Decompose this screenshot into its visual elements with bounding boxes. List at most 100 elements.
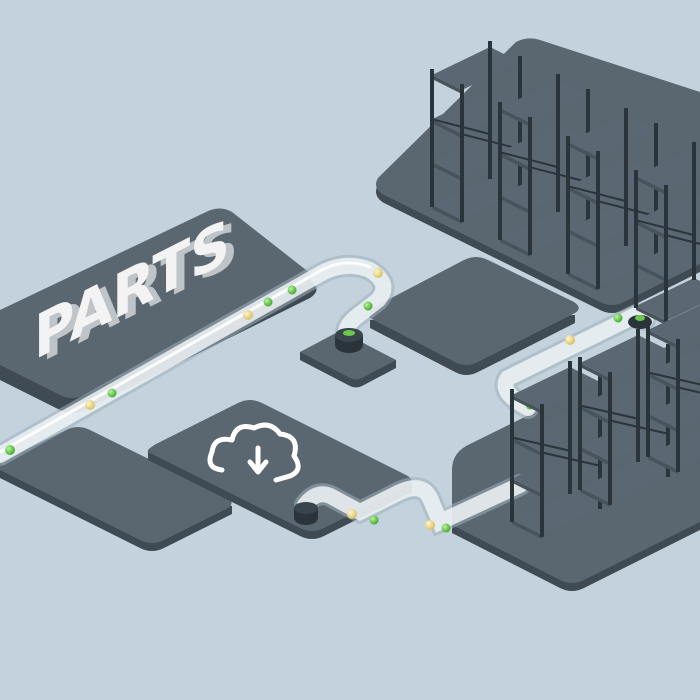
rack-brace — [511, 436, 571, 452]
ball-yellow — [373, 268, 383, 278]
rack-post — [540, 404, 544, 537]
ball-green — [107, 388, 117, 398]
rack-shelf-edge — [568, 229, 598, 249]
rack-post — [430, 69, 434, 207]
platform-bottom-left — [0, 427, 232, 551]
rack-shelf-edge — [568, 142, 598, 161]
rack-post — [636, 329, 640, 462]
rack-shelf-edge — [432, 119, 462, 139]
rack-shelf — [648, 388, 700, 429]
rack-shelf-edge — [500, 238, 530, 257]
shelving-racks — [430, 41, 700, 539]
rack-shelf — [648, 347, 700, 388]
ball-green — [263, 297, 273, 307]
rack-post — [488, 41, 492, 179]
platform-center-right — [369, 257, 579, 375]
rack-shelf-edge — [568, 272, 598, 291]
rack-post — [498, 102, 502, 240]
ball-yellow — [565, 335, 575, 345]
rack-shelf-edge — [648, 455, 678, 474]
rack-post — [518, 56, 522, 194]
rack-shelf-edge — [432, 205, 462, 224]
rack-shelf-edge — [648, 372, 678, 392]
rack-shelf-edge — [636, 176, 666, 195]
rack-shelf-edge — [636, 220, 666, 240]
rack-post — [566, 136, 570, 274]
rack-post — [676, 339, 680, 472]
rack-shelf — [512, 492, 600, 535]
platform-parts — [0, 208, 317, 413]
rack-post — [596, 151, 600, 289]
rack-shelf-edge — [432, 162, 462, 182]
rack-post — [556, 74, 560, 212]
rack-post — [608, 372, 612, 505]
rack-post — [646, 324, 650, 457]
rack-shelf — [500, 80, 588, 123]
rack-shelf-edge — [512, 437, 542, 457]
rack-post — [528, 117, 532, 255]
rack-post — [568, 361, 572, 494]
rack-post — [586, 89, 590, 227]
rack-shelf — [580, 460, 668, 503]
rack-post — [578, 357, 582, 490]
ball-green — [613, 313, 623, 323]
ball-yellow — [85, 400, 95, 410]
rack-post — [624, 108, 628, 246]
rack-shelf-edge — [512, 395, 542, 414]
conveyor-tube-lower — [294, 474, 531, 537]
ball-yellow — [347, 509, 357, 519]
ball-green — [5, 445, 15, 455]
ball-green — [441, 523, 451, 533]
rack-brace — [597, 200, 657, 218]
cloud-download-icon — [207, 422, 301, 483]
rack-shelf-edge — [580, 488, 610, 507]
rack-brace — [665, 234, 700, 245]
rack-brace — [499, 151, 559, 169]
rack-shelf-edge — [648, 413, 678, 433]
rack-shelf-edge — [580, 405, 610, 425]
rack-shelf-edge — [636, 306, 666, 325]
rack-brace — [609, 419, 669, 435]
rack-post — [692, 142, 696, 280]
rack-shelf-edge — [500, 195, 530, 215]
ball-green — [369, 515, 379, 525]
rack-shelf-edge — [512, 520, 542, 539]
ball-green — [363, 301, 373, 311]
ball-yellow — [243, 310, 253, 320]
rack-brace — [541, 451, 601, 467]
tube-connector-cloud — [294, 502, 318, 525]
rack-post — [510, 389, 514, 522]
rack-shelf — [636, 148, 700, 191]
rack-post — [634, 170, 638, 308]
rack-shelf — [568, 158, 656, 202]
rack-shelf-edge — [500, 108, 530, 127]
rack-shelf-edge — [636, 263, 666, 283]
rack-shelf-edge — [580, 446, 610, 466]
ball-green — [287, 285, 297, 295]
rack-post — [460, 84, 464, 222]
rack-brace — [431, 118, 491, 136]
rack-shelf — [648, 429, 700, 470]
rack-brace — [567, 185, 627, 203]
conveyor-balls — [5, 268, 623, 533]
rack-brace — [635, 219, 695, 237]
rack-shelf — [432, 47, 520, 90]
rack-brace — [579, 404, 639, 420]
tube-connector-middle — [335, 328, 363, 353]
rack-shelf-edge — [580, 363, 610, 382]
rack-shelf — [648, 304, 700, 345]
rack-post — [664, 185, 668, 323]
rack-brace — [647, 371, 700, 386]
rack-brace — [677, 386, 700, 394]
rack-shelf — [500, 124, 588, 168]
platform-middle-pad — [300, 332, 396, 388]
rack-shelf-edge — [512, 478, 542, 498]
rack-shelf — [432, 91, 520, 135]
rack-post — [654, 123, 658, 261]
rack-shelf-edge — [648, 330, 678, 349]
rack-brace — [529, 166, 589, 184]
ball-yellow — [425, 520, 435, 530]
rack-shelf-edge — [500, 152, 530, 172]
